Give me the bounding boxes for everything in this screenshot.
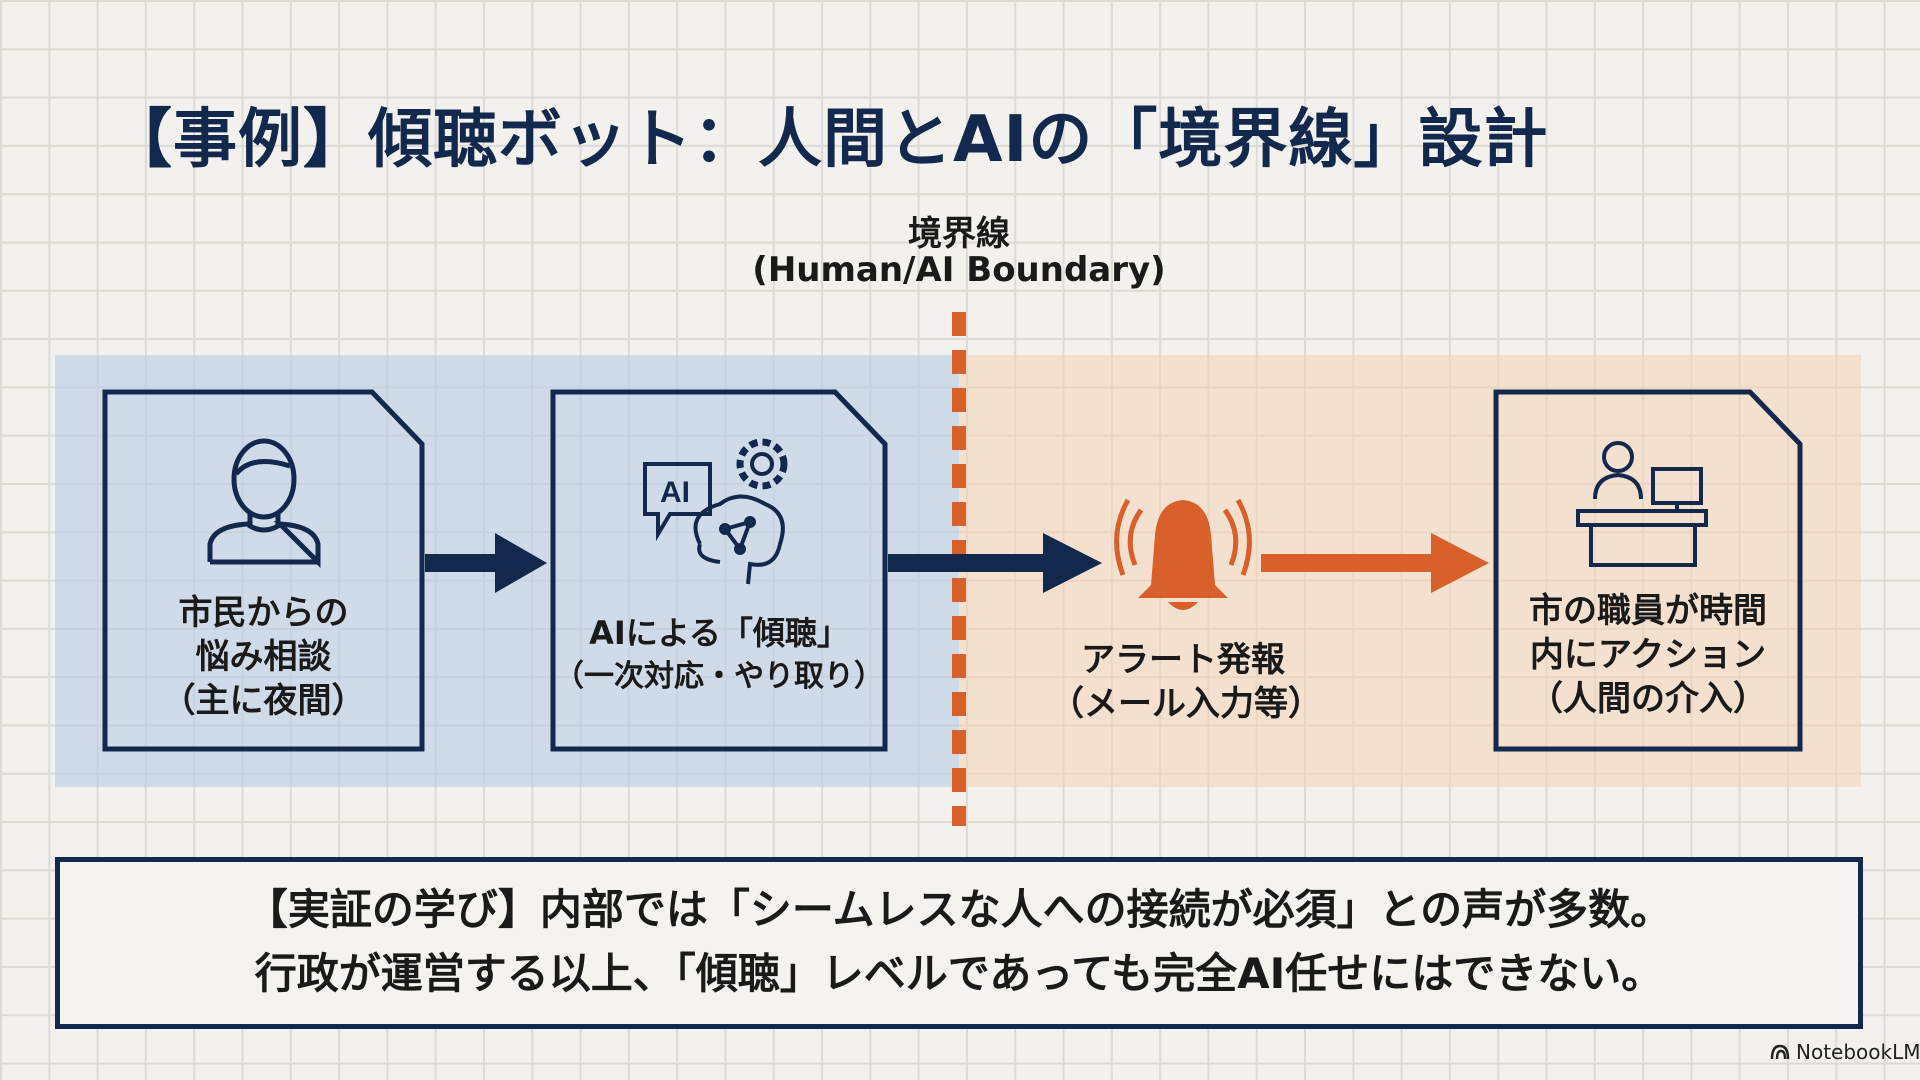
step-label-line: （メール入力等） [1050, 684, 1322, 724]
slide-title: 【事例】傾聴ボット：人間とAIの「境界線」設計 [108, 103, 1549, 177]
lesson-box: 【実証の学び】内部では「シームレスな人への接続が必須」との声が多数。 行政が運営… [55, 857, 1863, 1029]
step-alert: アラート発報 （メール入力等） [1050, 490, 1322, 730]
staff-desk-icon [1576, 441, 1708, 567]
notebooklm-watermark: NotebookLM [1770, 1040, 1920, 1064]
step-card-citizen: 市民からの 悩み相談 （主に夜間） [102, 389, 425, 752]
boundary-label: 境界線 [908, 214, 1010, 254]
ai-brain-icon: AI [643, 438, 788, 585]
step-label-line: 悩み相談 [195, 637, 332, 677]
step-label-line: 市の職員が時間 [1529, 591, 1767, 631]
watermark-text: NotebookLM [1796, 1040, 1920, 1064]
arrow-right-icon [425, 533, 547, 593]
step-label-line: （一次対応・やり取り） [554, 659, 884, 694]
bell-alert-icon [1114, 498, 1252, 610]
person-icon [207, 438, 321, 569]
boundary-sublabel: (Human/AI Boundary) [752, 250, 1166, 290]
step-card-ai-listening: AI AIによる「傾聴」 （一次対応・やり取り） [550, 389, 888, 752]
step-card-staff-action: 市の職員が時間 内にアクション （人間の介入） [1493, 389, 1803, 752]
ai-badge-text: AI [660, 476, 690, 509]
arrow-right-icon [888, 533, 1102, 593]
step-label-line: アラート発報 [1081, 640, 1285, 680]
step-label-line: AIによる「傾聴」 [589, 614, 849, 652]
arrow-right-icon [1261, 533, 1489, 593]
step-label-line: （主に夜間） [161, 681, 366, 721]
lesson-line-1: 【実証の学び】内部では「シームレスな人への接続が必須」との声が多数。 [245, 885, 1673, 934]
step-label-line: 市民からの [178, 593, 349, 633]
notebooklm-logo-icon [1770, 1044, 1790, 1060]
lesson-line-2: 行政が運営する以上、「傾聴」レベルであっても完全AI任せにはできない。 [254, 949, 1664, 998]
step-label-line: 内にアクション [1529, 635, 1767, 675]
step-label-line: （人間の介入） [1529, 679, 1767, 719]
